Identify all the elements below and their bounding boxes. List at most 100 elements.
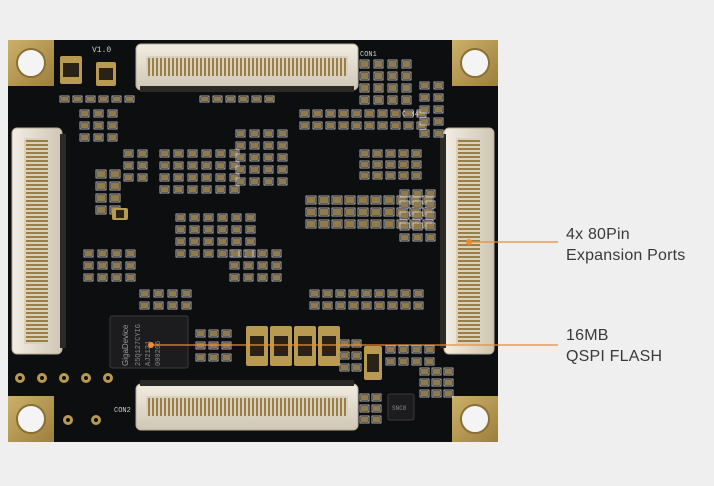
smd-part (215, 173, 226, 182)
smd-pad (337, 303, 344, 308)
smd-pad (126, 97, 133, 101)
smd-part (243, 261, 254, 270)
smd-part (411, 160, 422, 169)
smd-part (411, 345, 422, 354)
smd-pad (363, 303, 370, 308)
smd-part (351, 109, 362, 118)
smd-part (373, 71, 384, 81)
smd-part (374, 289, 385, 298)
smd-pad (231, 275, 238, 280)
smd-part (111, 261, 122, 270)
smd-part (263, 165, 274, 174)
smd-part (401, 95, 412, 105)
smd-pad (231, 251, 238, 256)
smd-part (385, 345, 396, 354)
smd-pad (251, 155, 258, 160)
smd-pad (266, 97, 273, 101)
smd-pad (435, 95, 442, 100)
smd-pad (353, 341, 360, 346)
connector-bottom (135, 380, 359, 431)
smd-part (424, 357, 435, 366)
smd-part (153, 301, 164, 310)
smd-part (97, 261, 108, 270)
smd-part (249, 165, 260, 174)
smd-part (95, 193, 107, 203)
smd-part (175, 213, 186, 222)
smd-part (187, 185, 198, 194)
smd-pad (403, 73, 410, 79)
smd-part (431, 389, 442, 398)
smd-part (412, 211, 423, 220)
smd-part (263, 177, 274, 186)
smd-part (125, 249, 136, 258)
smd-part (351, 351, 362, 360)
smd-part (387, 301, 398, 310)
smd-pad (161, 187, 168, 192)
smd-pad (374, 173, 381, 178)
smd-pad (359, 209, 367, 215)
smd-part (249, 177, 260, 186)
smd-pad (205, 227, 212, 232)
smd-pad (401, 202, 408, 207)
smd-pad (177, 215, 184, 220)
smd-pad (111, 195, 119, 201)
smd-part (109, 169, 121, 179)
smd-part (264, 95, 275, 103)
smd-pad (333, 221, 341, 227)
smd-pad (99, 251, 106, 256)
smd-part (398, 171, 409, 180)
smd-pad (418, 123, 425, 128)
smd-part (357, 219, 369, 229)
smd-part (187, 161, 198, 170)
smd-part (221, 353, 232, 362)
smd-part (425, 211, 436, 220)
smd-pad (127, 251, 134, 256)
smd-part (109, 193, 121, 203)
smd-part (159, 173, 170, 182)
mounting-hole-bottom-left (8, 396, 54, 442)
smd-pad (389, 291, 396, 296)
smd-part (271, 261, 282, 270)
smd-part (83, 249, 94, 258)
smd-part (377, 121, 388, 130)
smd-pad (125, 175, 132, 180)
smd-part (338, 109, 349, 118)
smd-pad (201, 97, 208, 101)
smd-pad (273, 251, 280, 256)
smd-pad (307, 197, 315, 203)
smd-part (203, 249, 214, 258)
smd-part (257, 273, 268, 282)
smd-pad (421, 380, 428, 385)
smd-part (443, 378, 454, 387)
smd-pad (361, 406, 368, 411)
smd-part (235, 129, 246, 138)
smd-pad (97, 195, 105, 201)
smd-part (217, 213, 228, 222)
smd-pad (392, 111, 399, 116)
smd-part (431, 378, 442, 387)
smd-pad (161, 151, 168, 156)
smd-pad (191, 227, 198, 232)
smd-pad (109, 135, 116, 140)
smd-pad (398, 197, 406, 203)
smd-part (433, 129, 444, 138)
smd-part (109, 181, 121, 191)
smd-pad (191, 215, 198, 220)
smd-pad (219, 251, 226, 256)
smd-pad (95, 135, 102, 140)
smd-pad (155, 291, 162, 296)
smd-part (305, 207, 317, 217)
smd-part (238, 95, 249, 103)
smd-part (299, 121, 310, 130)
smd-pad (237, 155, 244, 160)
smd-pad (375, 73, 382, 79)
smd-part (189, 249, 200, 258)
smd-pad (421, 391, 428, 396)
smd-pad (205, 239, 212, 244)
smd-part (385, 357, 396, 366)
smd-pad (414, 202, 421, 207)
smd-pad (223, 331, 230, 336)
smd-part (433, 105, 444, 114)
smd-pad (333, 209, 341, 215)
smd-part (263, 153, 274, 162)
